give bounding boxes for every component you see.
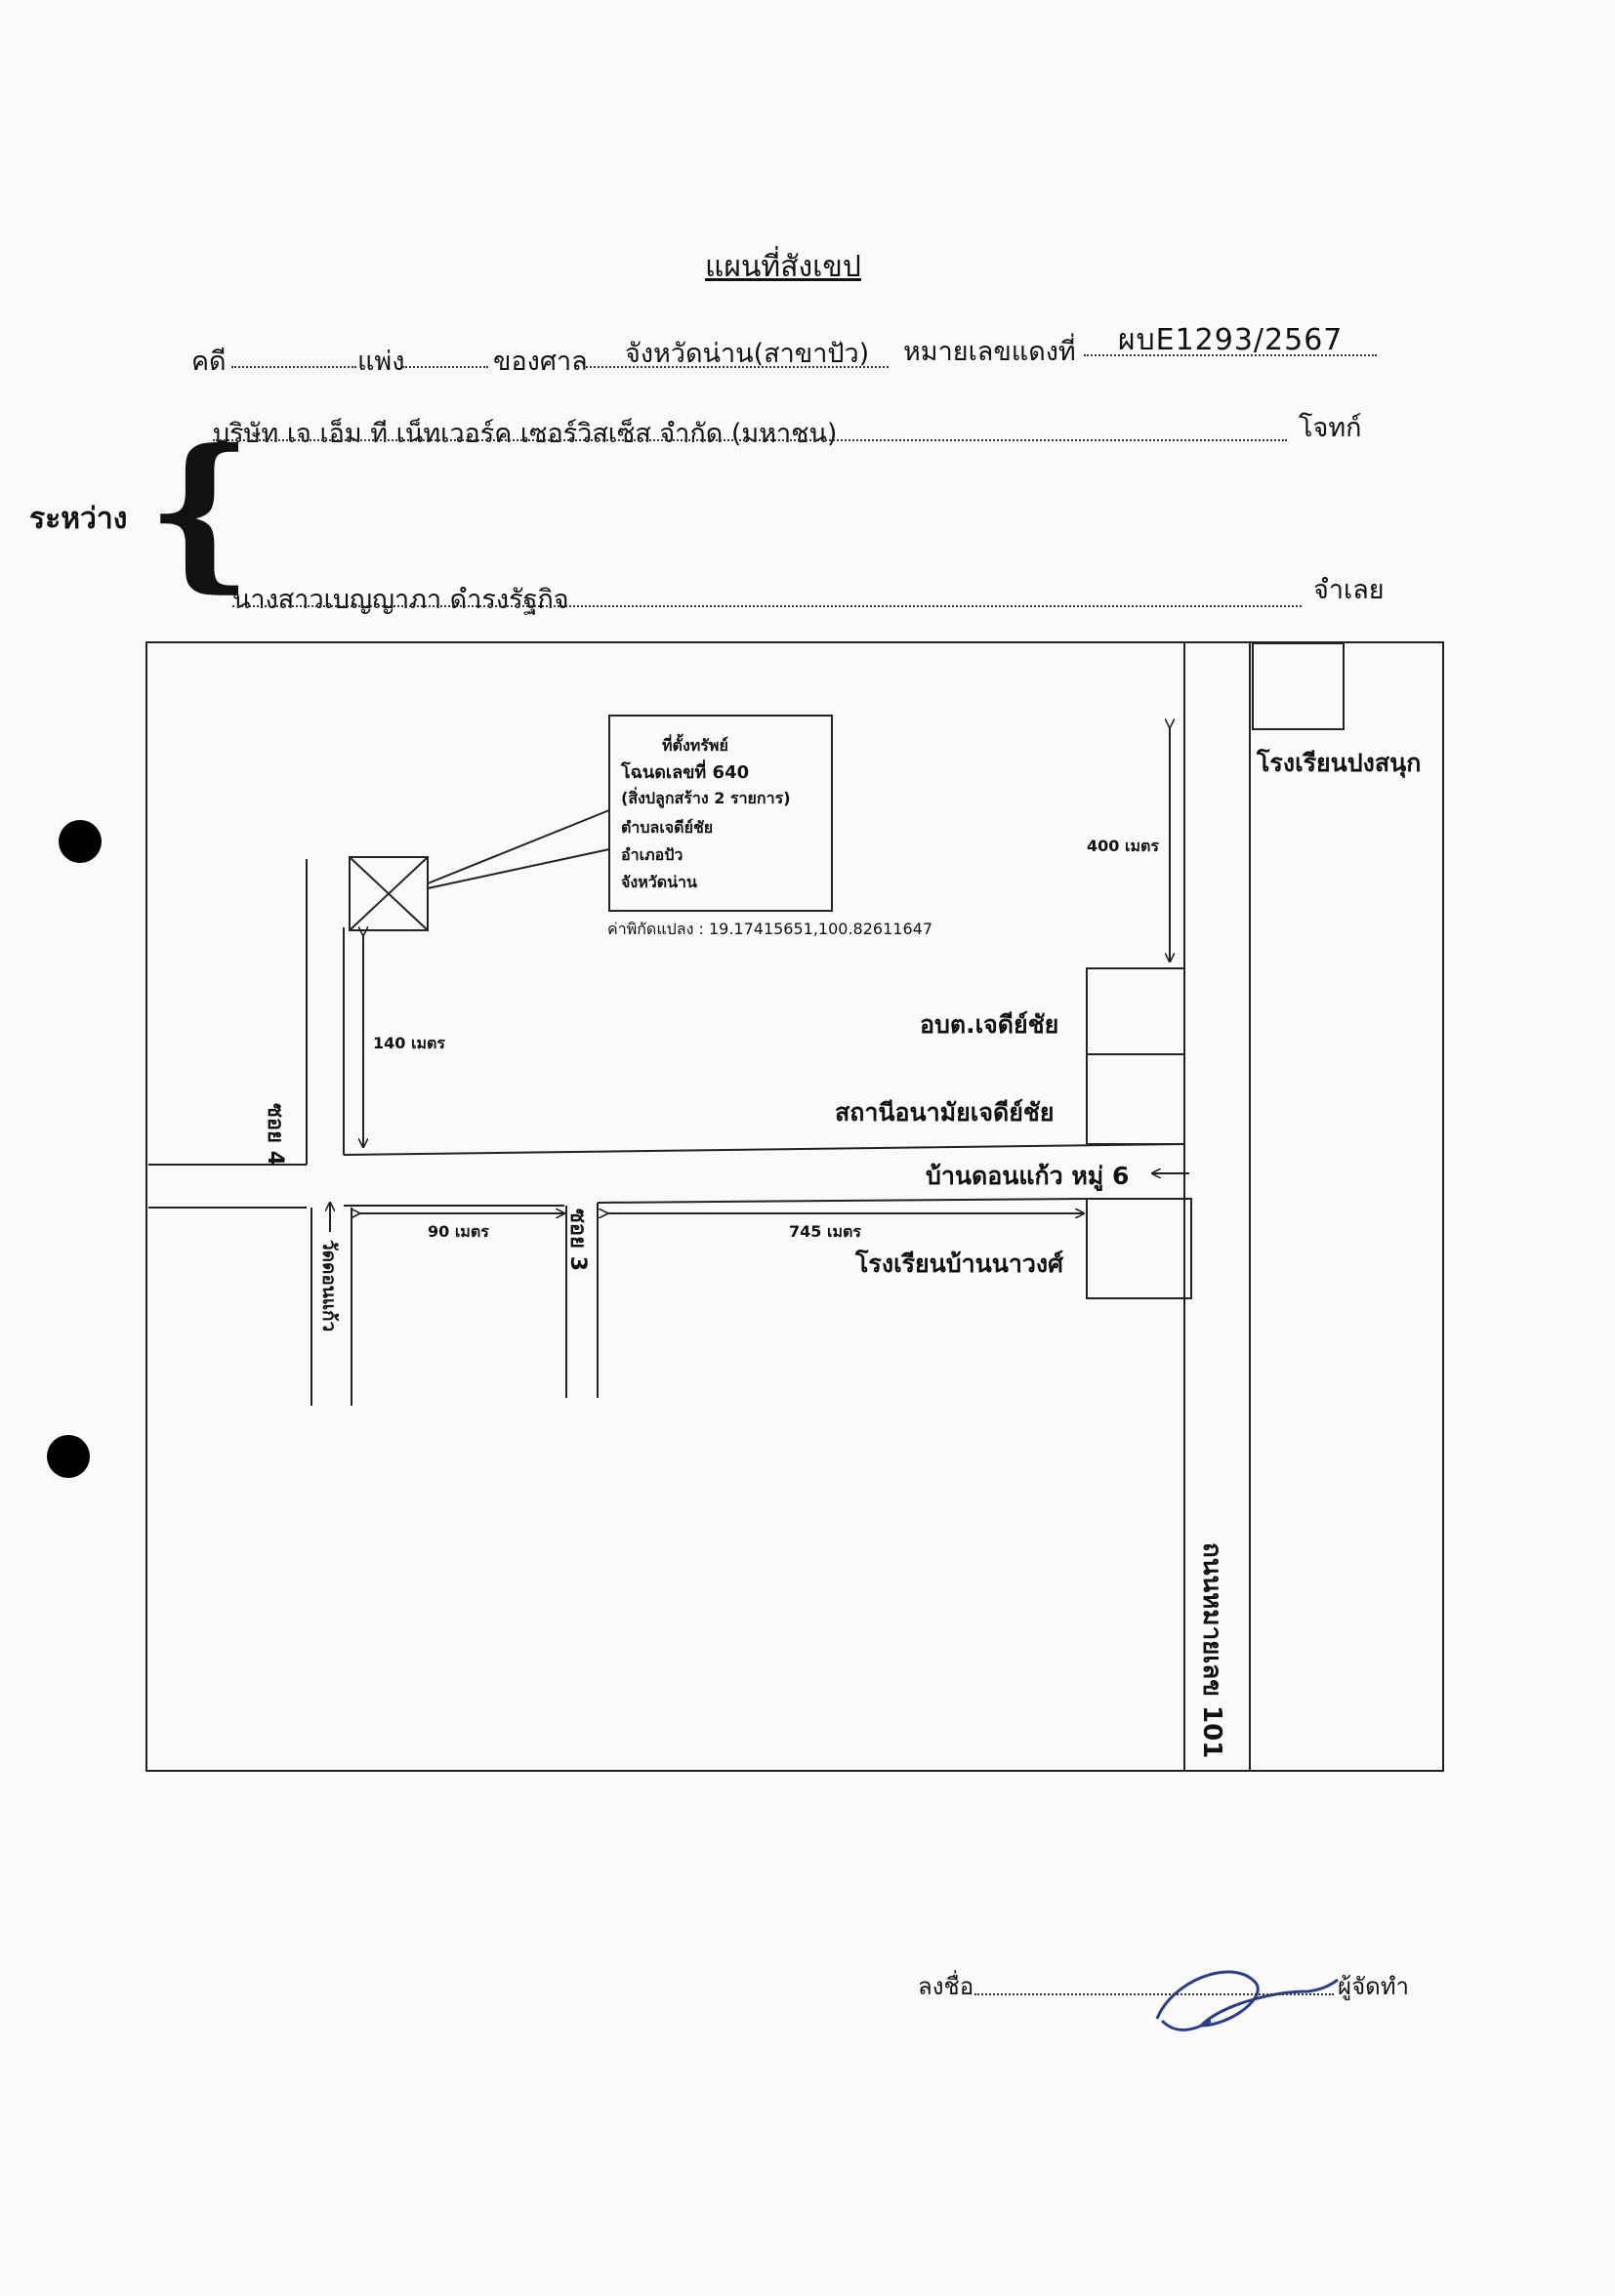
dist-745-label: 745 เมตร xyxy=(789,1222,861,1241)
road-top-right xyxy=(343,1143,1185,1156)
signature-scribble xyxy=(1155,1970,1339,2031)
defendant-name: นางสาวเบญญาภา ดำรงรัฐกิจ xyxy=(232,585,569,615)
property-box-line1: ที่ตั้งทรัพย์ xyxy=(662,736,728,755)
obt-building xyxy=(1086,967,1185,1055)
school-bottom-label: โรงเรียนบ้านนาวงศ์ xyxy=(855,1250,1064,1278)
document-title: แผนที่สังเขป xyxy=(705,250,861,284)
map-frame xyxy=(145,641,1444,1772)
coordinates: ค่าพิกัดแปลง : 19.17415651,100.82611647 xyxy=(607,920,932,938)
court-name: จังหวัดน่าน(สาขาปัว) xyxy=(625,339,870,369)
defendant-dots xyxy=(232,576,1302,607)
property-box-line2: โฉนดเลขที่ 640 xyxy=(621,762,750,783)
signature-role: ผู้จัดทำ xyxy=(1338,1973,1410,2000)
wat-label: วัดดอนแก้ว xyxy=(318,1240,340,1332)
defendant-role: จำเลย xyxy=(1313,575,1385,605)
between-label: ระหว่าง xyxy=(29,502,128,536)
village-label: บ้านดอนแก้ว หมู่ 6 xyxy=(926,1162,1130,1190)
soi4-label: ซอย 4 xyxy=(263,1103,287,1167)
plaintiff-dots xyxy=(213,410,1287,441)
case-type: แพ่ง xyxy=(357,347,405,377)
school-bottom-building xyxy=(1086,1198,1192,1299)
health-label: สถานีอนามัยเจดีย์ชัย xyxy=(835,1098,1055,1127)
punch-hole-bottom xyxy=(47,1435,90,1478)
property-marker xyxy=(349,856,429,931)
plaintiff-role: โจทก์ xyxy=(1299,413,1362,443)
highway-label: ถนนหมายเลข 101 xyxy=(1197,1542,1226,1759)
property-info-box xyxy=(608,715,833,912)
health-building xyxy=(1086,1053,1185,1145)
dist-400-label: 400 เมตร xyxy=(1087,837,1159,855)
property-box-line6: จังหวัดน่าน xyxy=(621,873,697,891)
red-number: ผบE1293/2567 xyxy=(1118,323,1344,357)
punch-hole-top xyxy=(59,820,102,863)
school-top-label: โรงเรียนปงสนุก xyxy=(1257,749,1422,777)
dist-140-label: 140 เมตร xyxy=(373,1034,445,1052)
brace: { xyxy=(146,413,254,608)
red-number-dots xyxy=(1084,325,1377,356)
case-label: คดี xyxy=(191,347,227,377)
sign-label: ลงชื่อ xyxy=(918,1973,974,2000)
red-number-label: หมายเลขแดงที่ xyxy=(903,337,1076,367)
case-dots-1 xyxy=(231,337,356,368)
court-label: ของศาล xyxy=(493,347,588,377)
case-dots-2 xyxy=(402,337,488,368)
soi3-label: ซอย 3 xyxy=(565,1209,590,1272)
property-box-line3: (สิ่งปลูกสร้าง 2 รายการ) xyxy=(621,789,791,807)
signature-dots xyxy=(974,1968,1334,1995)
property-box-line5: อำเภอปัว xyxy=(621,845,683,864)
dist-90-label: 90 เมตร xyxy=(428,1222,489,1241)
school-top-building xyxy=(1252,642,1345,730)
plaintiff-name: บริษัท เจ เอ็ม ที เน็ทเวอร์ค เซอร์วิสเซ็… xyxy=(213,419,838,449)
obt-label: อบต.เจดีย์ชัย xyxy=(920,1010,1059,1039)
property-box-line4: ตำบลเจดีย์ชัย xyxy=(621,818,714,837)
court-dots xyxy=(586,337,889,368)
